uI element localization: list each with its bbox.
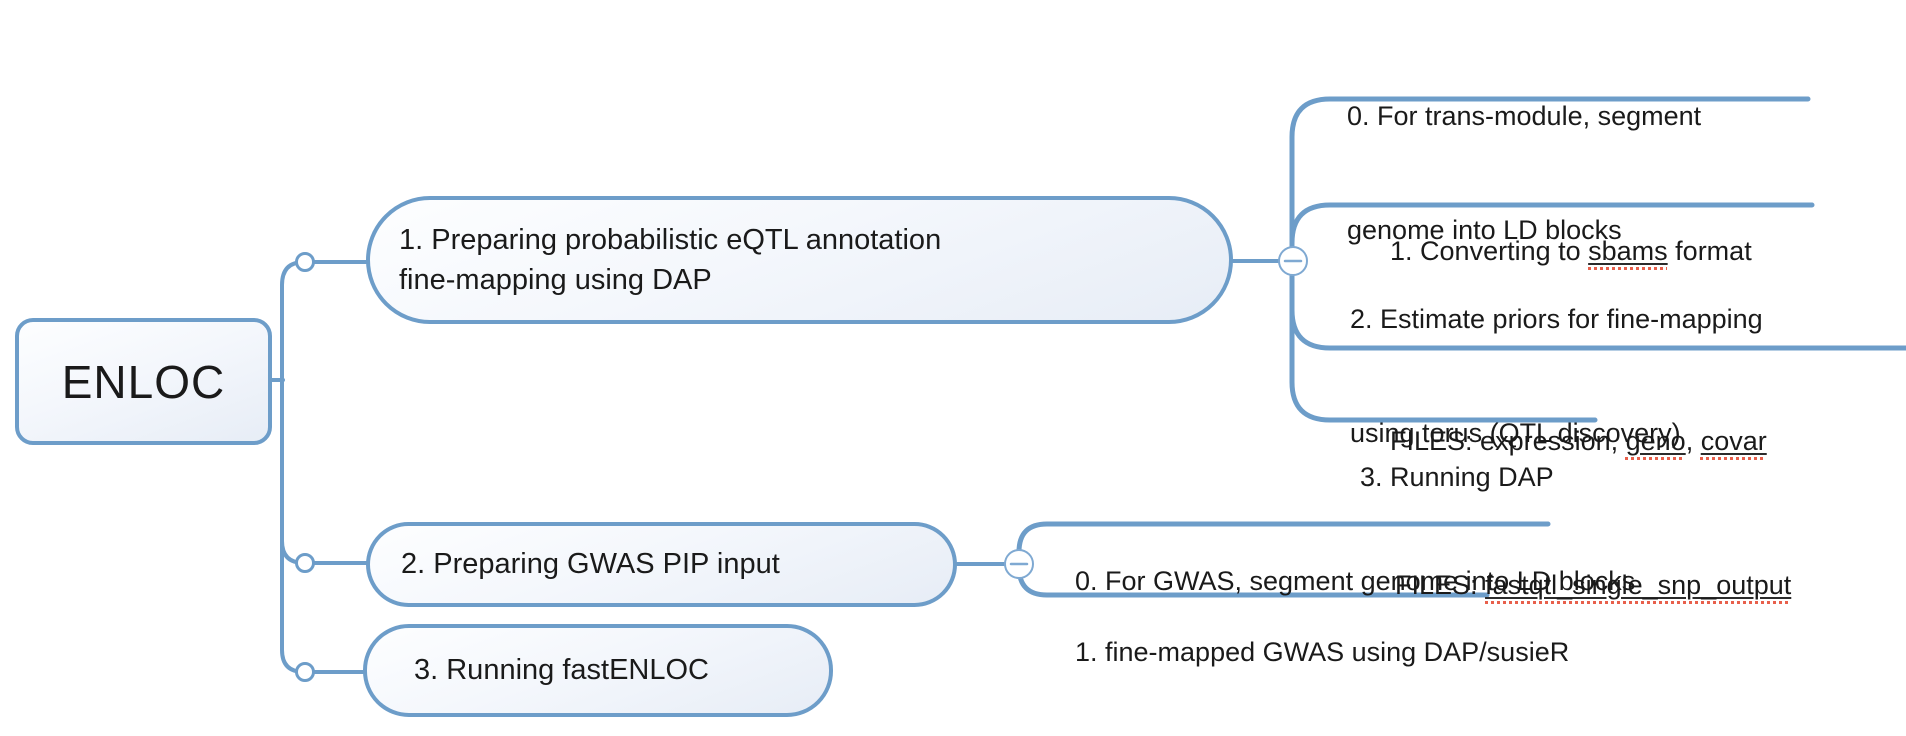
branch1-anchor-dot bbox=[295, 252, 315, 272]
branch-topic-3-label: 3. Running fastENLOC bbox=[414, 654, 709, 686]
branch-topic-2[interactable]: 2. Preparing GWAS PIP input bbox=[366, 522, 957, 607]
subtopic-running-dap[interactable]: 3. Running DAP bbox=[1360, 462, 1554, 492]
spellcheck-term: covar bbox=[1700, 426, 1767, 456]
subtopic-gwas-ld-blocks[interactable]: 0. For GWAS, segment genome into LD bloc… bbox=[1075, 566, 1636, 596]
spellcheck-term: fastqtl_single_snp_output bbox=[1485, 570, 1792, 600]
connector-branch1-child1 bbox=[1289, 202, 1815, 264]
connector-branch1-child0 bbox=[1289, 96, 1811, 264]
connector-root-branch1 bbox=[280, 260, 306, 382]
branch-topic-1-line1: 1. Preparing probabilistic eQTL annotati… bbox=[399, 224, 942, 256]
branch-topic-3[interactable]: 3. Running fastENLOC bbox=[363, 624, 833, 717]
branch-topic-1[interactable]: 1. Preparing probabilistic eQTL annotati… bbox=[366, 196, 1233, 324]
subtopic-trans-module-ld-blocks[interactable]: 0. For trans-module, segment genome into… bbox=[1347, 101, 1702, 245]
spellcheck-term: geno bbox=[1625, 426, 1686, 456]
branch2-collapse-button[interactable] bbox=[1004, 549, 1034, 579]
subtopic-fine-mapped-gwas[interactable]: 1. fine-mapped GWAS using DAP/susieR bbox=[1075, 637, 1570, 667]
connector-branch1-child3 bbox=[1289, 258, 1598, 423]
connector-root-branch3 bbox=[280, 378, 306, 674]
branch-topic-2-label: 2. Preparing GWAS PIP input bbox=[401, 548, 780, 580]
spellcheck-term: sbams bbox=[1588, 236, 1668, 266]
branch-topic-1-line2: fine-mapping using DAP bbox=[399, 264, 712, 296]
subtopic-converting-sbams[interactable]: 1. Converting to sbams format FILES: exp… bbox=[1390, 236, 1767, 456]
subtopic-estimate-priors-torus[interactable]: 2. Estimate priors for fine-mapping usin… bbox=[1350, 304, 1792, 600]
connector-root-branch2 bbox=[280, 378, 306, 565]
branch1-collapse-button[interactable] bbox=[1278, 246, 1308, 276]
branch2-anchor-dot bbox=[295, 553, 315, 573]
branch3-anchor-dot bbox=[295, 662, 315, 682]
root-topic-label: ENLOC bbox=[61, 355, 226, 408]
root-topic[interactable]: ENLOC bbox=[15, 318, 272, 445]
